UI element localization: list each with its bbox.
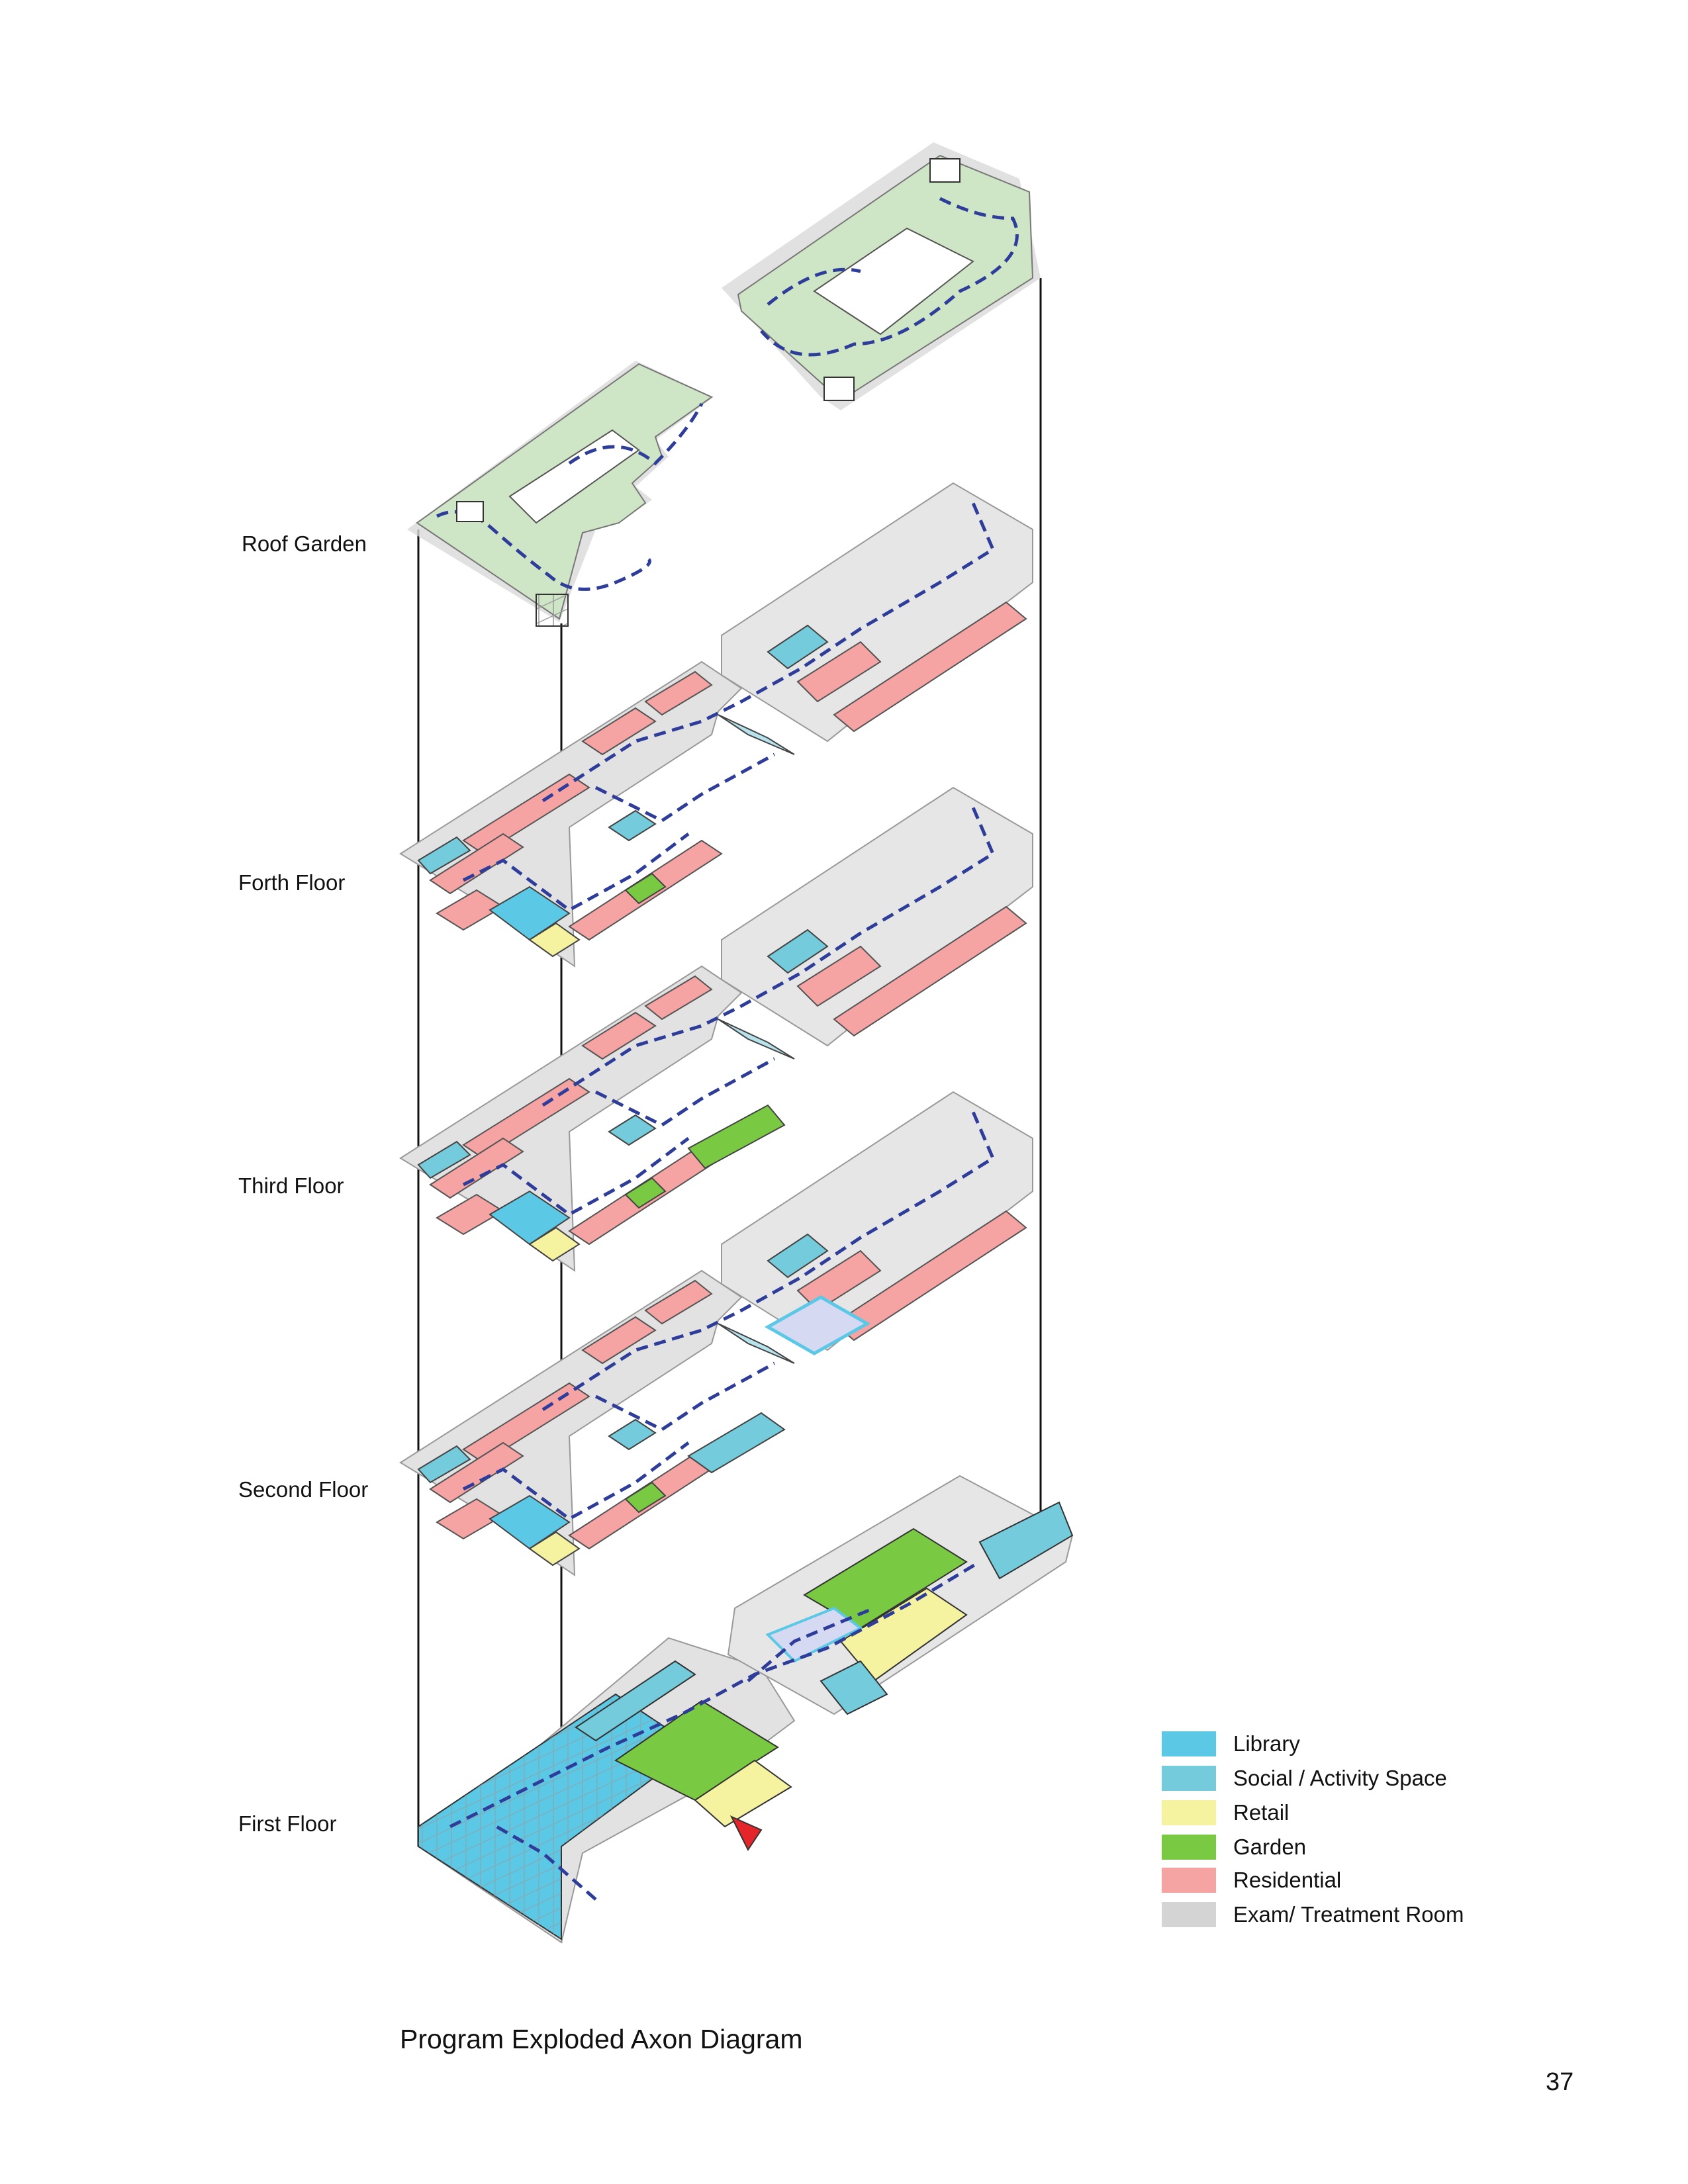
legend-item-residential: Residential <box>1162 1865 1625 1894</box>
legend-swatch <box>1162 1731 1216 1756</box>
second-floor-activity-room <box>764 1295 871 1355</box>
floor-label-forth-floor: Forth Floor <box>238 870 346 895</box>
floor-label-first-floor: First Floor <box>238 1811 337 1836</box>
floor-label-third-floor: Third Floor <box>238 1173 344 1198</box>
legend-swatch <box>1162 1902 1216 1927</box>
legend-label: Exam/ Treatment Room <box>1233 1902 1464 1927</box>
forth-floor-plan <box>399 482 1033 968</box>
second-floor-social <box>687 1412 786 1474</box>
floor-label-second-floor: Second Floor <box>238 1477 369 1502</box>
legend-label: Social / Activity Space <box>1233 1766 1447 1790</box>
legend-item-library: Library <box>1162 1729 1625 1758</box>
legend-item-garden: Garden <box>1162 1832 1625 1861</box>
legend-label: Residential <box>1233 1868 1342 1892</box>
entry-arrow-icon <box>729 1815 763 1851</box>
floor-label-roof-garden: Roof Garden <box>242 531 367 556</box>
roof-garden-plan <box>407 142 1041 627</box>
legend-swatch <box>1162 1868 1216 1893</box>
legend-label: Retail <box>1233 1800 1289 1825</box>
first-floor-plan <box>417 1475 1074 1944</box>
diagram-caption: Program Exploded Axon Diagram <box>400 2024 803 2054</box>
page-number: 37 <box>1546 2068 1574 2096</box>
legend-item-social-activity: Social / Activity Space <box>1162 1763 1625 1792</box>
legend-label: Library <box>1233 1731 1300 1756</box>
legend-label: Garden <box>1233 1835 1307 1859</box>
legend-item-retail: Retail <box>1162 1797 1625 1827</box>
third-floor-garden <box>687 1104 786 1169</box>
legend-swatch <box>1162 1800 1216 1825</box>
legend-swatch <box>1162 1766 1216 1791</box>
legend-item-exam-treatment: Exam/ Treatment Room <box>1162 1899 1625 1929</box>
legend-swatch <box>1162 1835 1216 1860</box>
